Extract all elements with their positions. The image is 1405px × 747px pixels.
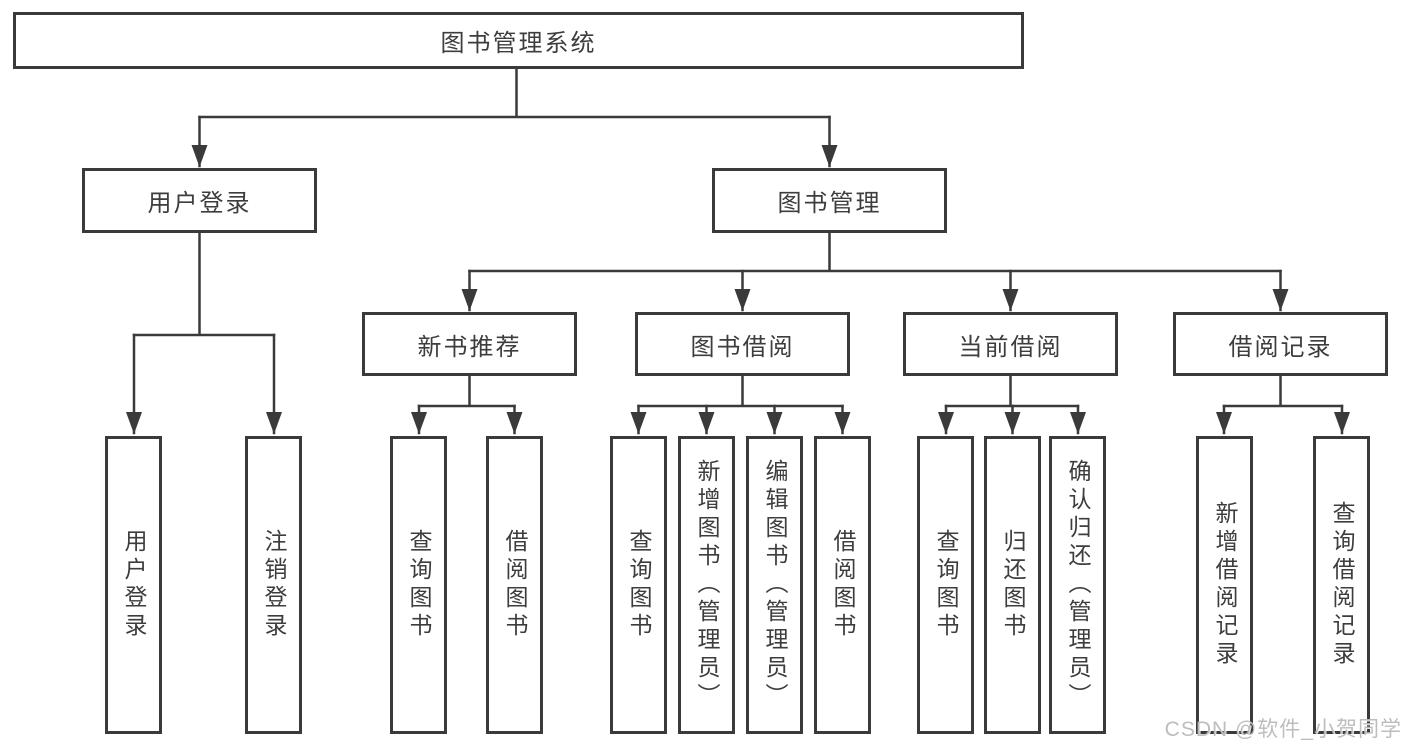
leaf-confirm-return-admin: 确认归还（管理员） xyxy=(1049,436,1106,734)
leaf-edit-book-admin-label: 编辑图书（管理员） xyxy=(762,459,788,711)
leaf-return-book: 归还图书 xyxy=(984,436,1041,734)
node-user-login: 用户登录 xyxy=(82,168,317,233)
node-book-management: 图书管理 xyxy=(712,168,947,233)
leaf-edit-book-admin: 编辑图书（管理员） xyxy=(746,436,803,734)
leaf-borrow-books-recommend-label: 借阅图书 xyxy=(502,529,528,641)
leaf-query-books-borrowing-label: 查询图书 xyxy=(626,529,652,641)
leaf-add-borrow-record: 新增借阅记录 xyxy=(1196,436,1253,734)
node-user-login-label: 用户登录 xyxy=(147,190,252,217)
node-book-borrowing-label: 图书借阅 xyxy=(690,333,795,361)
leaf-query-books-current-label: 查询图书 xyxy=(933,529,959,641)
leaf-borrow-books-borrowing: 借阅图书 xyxy=(814,436,871,734)
node-borrowing-records-label: 借阅记录 xyxy=(1228,333,1333,361)
leaf-query-books-recommend-label: 查询图书 xyxy=(406,529,432,641)
leaf-query-books-recommend: 查询图书 xyxy=(390,436,447,734)
leaf-query-borrow-record: 查询借阅记录 xyxy=(1313,436,1370,734)
leaf-logout: 注销登录 xyxy=(245,436,302,734)
csdn-watermark: CSDN @软件_小贺同学 xyxy=(1164,718,1402,741)
node-current-borrowing: 当前借阅 xyxy=(903,312,1118,376)
leaf-borrow-books-borrowing-label: 借阅图书 xyxy=(830,529,856,641)
leaf-logout-label: 注销登录 xyxy=(261,529,287,641)
node-current-borrowing-label: 当前借阅 xyxy=(958,333,1063,361)
node-book-borrowing: 图书借阅 xyxy=(635,312,850,376)
leaf-borrow-books-recommend: 借阅图书 xyxy=(486,436,543,734)
leaf-add-book-admin-label: 新增图书（管理员） xyxy=(694,459,720,711)
node-root: 图书管理系统 xyxy=(13,12,1024,69)
node-new-book-recommend-label: 新书推荐 xyxy=(417,333,522,361)
leaf-query-books-borrowing: 查询图书 xyxy=(610,436,667,734)
node-root-label: 图书管理系统 xyxy=(440,30,597,57)
leaf-add-book-admin: 新增图书（管理员） xyxy=(678,436,735,734)
leaf-add-borrow-record-label: 新增借阅记录 xyxy=(1212,501,1238,669)
node-new-book-recommend: 新书推荐 xyxy=(362,312,577,376)
node-borrowing-records: 借阅记录 xyxy=(1173,312,1388,376)
connector-skeleton xyxy=(132,67,1344,408)
leaf-confirm-return-admin-label: 确认归还（管理员） xyxy=(1065,459,1091,711)
leaf-query-borrow-record-label: 查询借阅记录 xyxy=(1329,501,1355,669)
leaf-return-book-label: 归还图书 xyxy=(1000,529,1026,641)
node-book-management-label: 图书管理 xyxy=(777,190,882,217)
leaf-user-login-label: 用户登录 xyxy=(121,529,147,641)
leaf-query-books-current: 查询图书 xyxy=(917,436,974,734)
leaf-user-login: 用户登录 xyxy=(105,436,162,734)
